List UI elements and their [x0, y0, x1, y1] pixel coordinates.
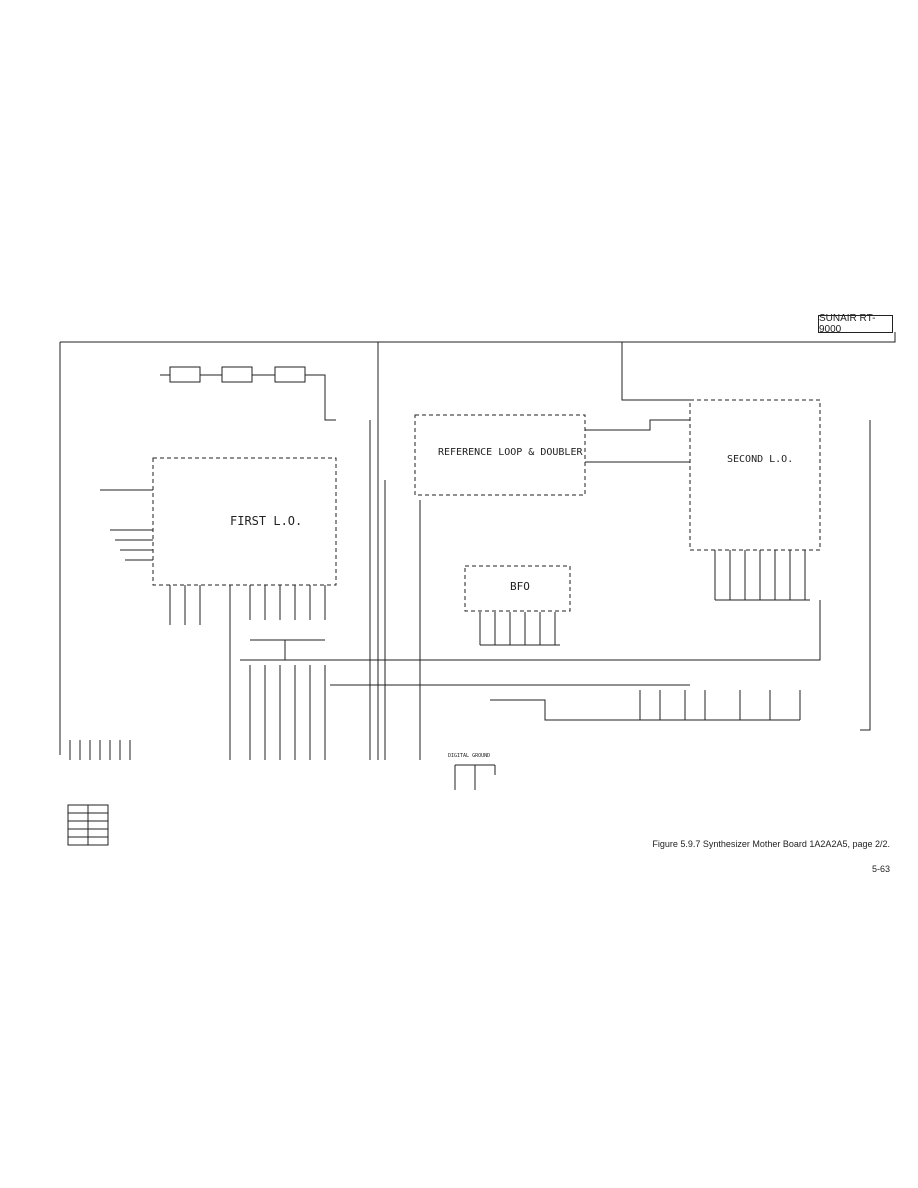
ref-line [621, 342, 690, 401]
amp-chain-wire [160, 374, 336, 421]
led-driver-row [625, 690, 801, 721]
figure-caption: Figure 5.9.7 Synthesizer Mother Board 1A… [652, 839, 890, 849]
amp-u2 [221, 366, 253, 383]
amp-u1 [169, 366, 201, 383]
border-top [60, 332, 896, 343]
main-bus [240, 600, 821, 661]
digital-ground-wires [454, 764, 496, 790]
digital-ground-label: DIGITAL GROUND [448, 753, 490, 759]
code-table-grid [68, 805, 108, 845]
left-connector-pins [69, 740, 131, 760]
bfo-title: BFO [510, 580, 530, 593]
link-ref-second [585, 419, 690, 431]
first-lo-pins [169, 585, 326, 760]
reference-loop-title: REFERENCE LOOP & DOUBLER [438, 447, 583, 458]
right-rail [860, 420, 871, 731]
second-lo-bus [714, 550, 810, 601]
first-lo-block [152, 457, 337, 586]
bfo-bus [479, 612, 560, 646]
second-lo-block [689, 399, 821, 551]
document-title: SUNAIR RT-9000 [818, 313, 893, 335]
first-lo-title: FIRST L.O. [230, 514, 302, 528]
led-line [490, 699, 625, 721]
second-lo-title: SECOND L.O. [727, 454, 793, 465]
page-number: 5-63 [871, 864, 890, 874]
bfo-block [464, 565, 571, 612]
reference-loop-block [414, 414, 586, 496]
amp-u3 [274, 366, 306, 383]
first-lo-inputs [100, 489, 153, 561]
document-title-text: SUNAIR RT-9000 [819, 313, 876, 335]
first-lo-bus [249, 639, 326, 760]
